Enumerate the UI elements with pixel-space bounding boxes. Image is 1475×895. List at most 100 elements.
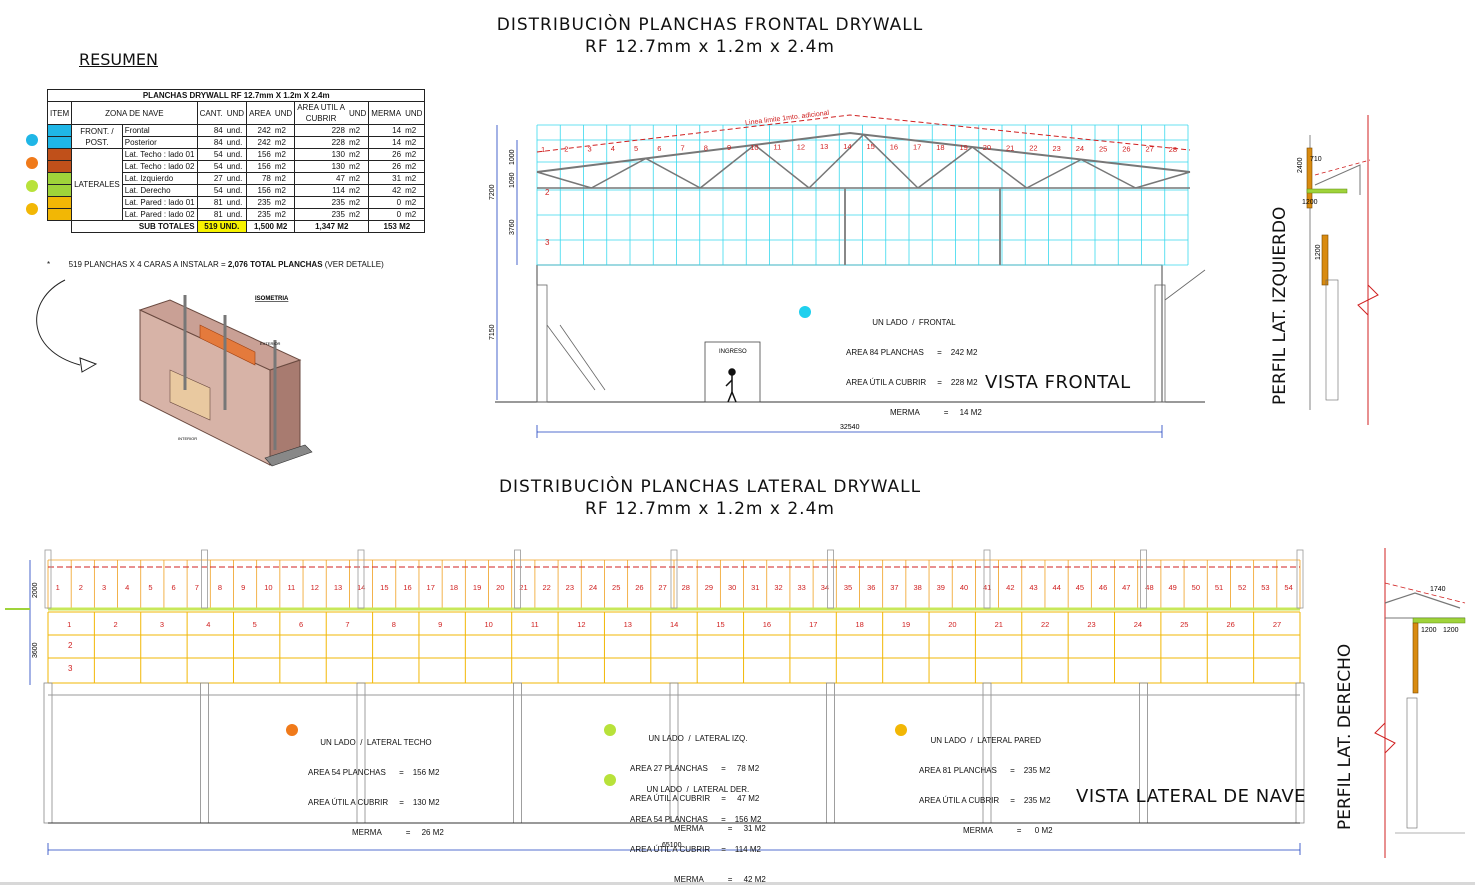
lateral-top-number: 7	[195, 583, 199, 592]
lateral-top-number: 1	[56, 583, 60, 592]
legend-dot-techo	[26, 157, 38, 169]
lateral-note-pared: UN LADO / LATERAL PARED AREA 81 PLANCHAS…	[919, 716, 1053, 846]
frontal-column-number: 9	[727, 143, 731, 152]
frontal-dim-7200: 7200	[489, 184, 496, 200]
perfil-izq-plate	[1306, 188, 1348, 194]
lateral-note-pared-dot	[895, 724, 907, 736]
lateral-title-line1: DISTRIBUCIÒN PLANCHAS LATERAL DRYWALL	[498, 477, 922, 497]
lateral-note-pared-line3: AREA ÚTIL A CUBRIR = 235 M2	[919, 796, 1051, 805]
row-color-cell	[46, 124, 73, 137]
frontal-truss-diagonal	[645, 157, 701, 189]
row-area: 156	[246, 148, 273, 161]
totals-merma: 153 M2	[368, 220, 426, 233]
lateral-wall-number: 6	[299, 620, 303, 629]
frontal-note-line4: MERMA = 14 M2	[890, 408, 982, 417]
row-area: 78	[246, 172, 273, 185]
frontal-dim-1000: 1000	[509, 149, 516, 165]
lateral-wall-number: 7	[345, 620, 349, 629]
frontal-column-number: 14	[843, 142, 851, 151]
lateral-top-number: 16	[403, 583, 411, 592]
isometric-detail: ISOMETRIA EXTERIOR INTERIOR	[36, 279, 313, 467]
frontal-dim-1090: 1090	[509, 172, 516, 188]
frontal-truss-diagonal	[862, 134, 919, 189]
frontal-column-number: 22	[1029, 144, 1037, 153]
frontal-column-number: 25	[1099, 144, 1107, 153]
row-area-unit: m2	[272, 208, 296, 221]
row-cant: 54	[196, 148, 225, 161]
perfil-izq-limit-line	[1314, 159, 1371, 176]
footnote-text-a: 519 PLANCHAS X 4 CARAS A INSTALAR =	[68, 260, 228, 269]
lateral-top-number: 30	[728, 583, 736, 592]
lateral-note-izq-line1: UN LADO / LATERAL IZQ.	[648, 734, 748, 743]
lateral-top-number: 21	[519, 583, 527, 592]
row-util-unit: m2	[346, 160, 370, 173]
lateral-wall-number: 18	[855, 620, 863, 629]
row-merma-unit: m2	[403, 208, 426, 221]
lateral-wall-number: 17	[809, 620, 817, 629]
lateral-top-number: 20	[496, 583, 504, 592]
frontal-note: UN LADO / FRONTAL AREA 84 PLANCHAS = 242…	[846, 298, 982, 428]
frontal-dim-3760: 3760	[509, 219, 516, 235]
frontal-width-dim: 32540	[840, 424, 860, 431]
lateral-top-number: 54	[1284, 583, 1292, 592]
perfil-der-limit-line	[1384, 582, 1466, 604]
screen-bottom-bar	[0, 882, 1475, 885]
th-und2: UND	[272, 101, 296, 125]
lateral-wall-number: 24	[1134, 620, 1142, 629]
frontal-column-number: 20	[983, 143, 991, 152]
lateral-note-der-line1: UN LADO / LATERAL DER.	[646, 785, 750, 794]
lateral-note-techo-line4: MERMA = 26 M2	[352, 828, 444, 837]
row-cant-unit: und.	[224, 136, 248, 149]
lateral-top-number: 51	[1215, 583, 1223, 592]
lateral-top-number: 26	[635, 583, 643, 592]
lateral-top-number: 38	[913, 583, 921, 592]
perfil-izq-panel-1	[1306, 147, 1313, 209]
frontal-column-number: 6	[657, 144, 661, 153]
lateral-top-number: 32	[774, 583, 782, 592]
lateral-truss-post	[1296, 549, 1304, 609]
row-util: 47	[294, 172, 347, 185]
perfil-izq-truss	[1314, 164, 1361, 195]
frontal-column-number: 21	[1006, 143, 1014, 152]
lateral-top-number: 11	[287, 583, 295, 592]
row-merma-unit: m2	[403, 184, 426, 197]
row-area-unit: m2	[272, 148, 296, 161]
th-und3: UND	[346, 101, 370, 125]
frontal-column-number: 24	[1076, 144, 1084, 153]
th-util: AREA UTIL A CUBRIR	[294, 101, 347, 125]
th-cant: CANT.	[196, 101, 225, 125]
lateral-wall-number: 16	[763, 620, 771, 629]
lateral-top-number: 48	[1145, 583, 1153, 592]
lateral-wall-number: 14	[670, 620, 678, 629]
row-area: 242	[246, 136, 273, 149]
frontal-column-number: 23	[1053, 144, 1061, 153]
lateral-top-number: 35	[844, 583, 852, 592]
row-merma: 26	[368, 160, 404, 173]
row-color-cell	[46, 160, 73, 173]
row-zona: Lat. Pared : lado 02	[121, 208, 198, 221]
frontal-view-label: VISTA FRONTAL	[985, 372, 1131, 393]
lateral-view-label: VISTA LATERAL DE NAVE	[1076, 786, 1307, 807]
lateral-top-number: 37	[890, 583, 898, 592]
lateral-note-techo: UN LADO / LATERAL TECHO AREA 54 PLANCHAS…	[308, 718, 444, 848]
row-cant: 84	[196, 136, 225, 149]
perfil-izq-break-mark	[1357, 284, 1379, 316]
lateral-top-number: 18	[450, 583, 458, 592]
row-cant: 27	[196, 172, 225, 185]
frontal-truss	[536, 131, 1191, 265]
lateral-column	[43, 682, 53, 824]
lateral-note-pared-line4: MERMA = 0 M2	[963, 826, 1053, 835]
frontal-limit-line	[536, 114, 1191, 153]
lateral-top-number: 9	[241, 583, 245, 592]
lateral-note-der-line3: AREA ÚTIL A CUBRIR = 114 M2	[630, 845, 761, 854]
th-item: ITEM	[46, 101, 73, 125]
row-merma-unit: m2	[403, 160, 426, 173]
lateral-note-izq-line4: MERMA = 31 M2	[674, 824, 766, 833]
frontal-column-number: 4	[611, 144, 615, 153]
row-util-unit: m2	[346, 196, 370, 209]
lateral-note-izq-line3: AREA ÚTIL A CUBRIR = 47 M2	[630, 794, 760, 803]
lateral-note-izq-dot	[604, 724, 616, 736]
lateral-top-number: 34	[821, 583, 829, 592]
